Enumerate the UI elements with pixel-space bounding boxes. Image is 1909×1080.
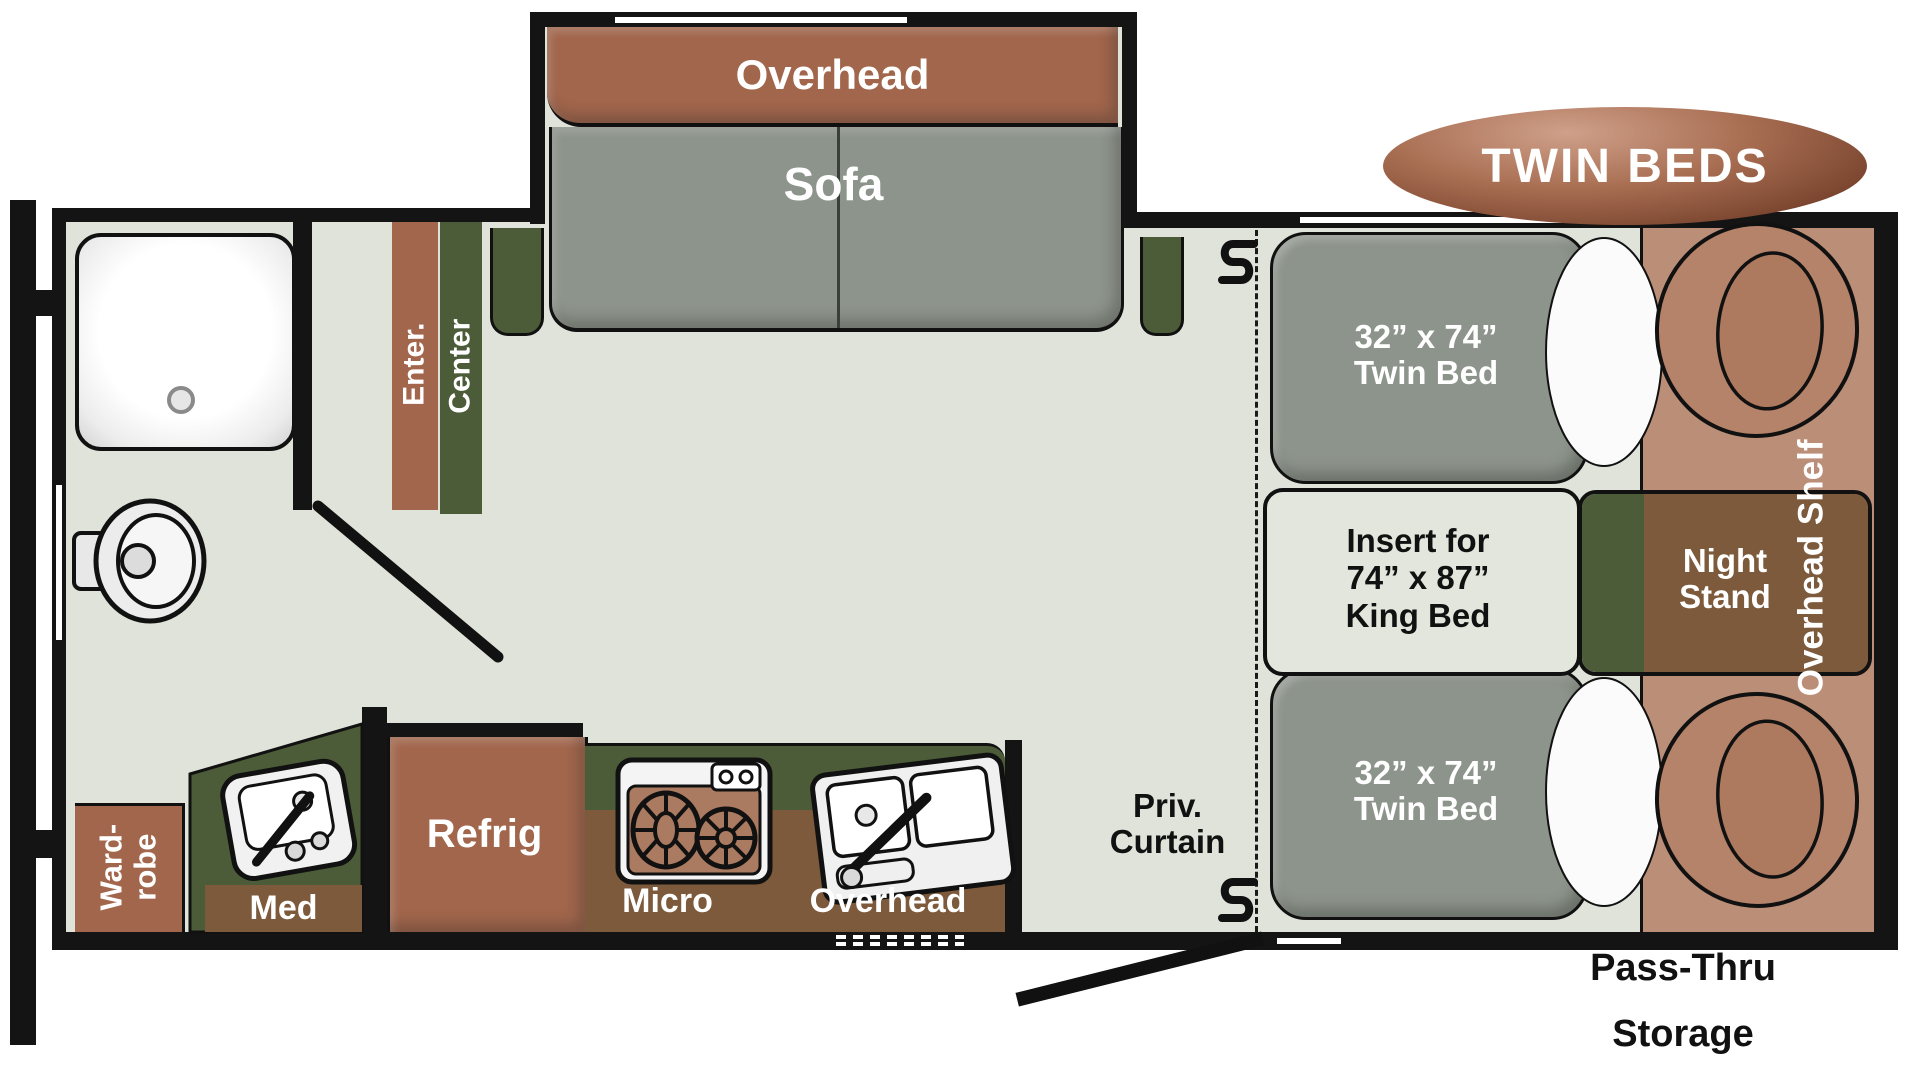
window-slide-top xyxy=(615,17,907,23)
twin-beds-badge-text: TWIN BEDS xyxy=(1481,139,1769,193)
sofa-end-cabinet-right xyxy=(1140,237,1184,336)
king-insert-panel xyxy=(1263,488,1581,676)
twin-bed-bottom xyxy=(1270,668,1588,920)
wall-counter-right xyxy=(1005,740,1022,932)
wall-refrig-back xyxy=(362,723,583,737)
window-bottom-right xyxy=(1277,938,1341,944)
sofa-end-cabinet-left xyxy=(490,228,544,336)
refrigerator xyxy=(387,737,588,932)
bumper-tab-top xyxy=(34,290,56,316)
privacy-curtain-line xyxy=(1255,230,1258,932)
night-stand-shelf-green xyxy=(1582,494,1644,672)
sofa-overhead-cabinet xyxy=(547,27,1118,127)
twin-bed-top xyxy=(1270,232,1588,484)
pass-thru-line2: Storage xyxy=(1612,1013,1754,1055)
pass-thru-storage-label: Pass-Thru Storage xyxy=(1538,936,1828,1066)
wall-slide-right xyxy=(1122,12,1137,224)
window-left-wall xyxy=(56,485,62,640)
med-cabinet: Med xyxy=(205,885,362,932)
wall-bathroom-right xyxy=(293,208,312,510)
wall-kitchen-left xyxy=(362,707,387,950)
entry-step-marks xyxy=(836,935,964,939)
bumper-tab-bottom xyxy=(34,830,56,858)
sofa xyxy=(549,127,1124,332)
kitchen-counter-base xyxy=(585,810,1005,932)
night-stand xyxy=(1578,490,1872,676)
front-bumper-bar xyxy=(10,200,36,1045)
wardrobe-cabinet xyxy=(75,803,185,935)
wall-slide-left xyxy=(530,12,545,224)
wall-right xyxy=(1874,212,1898,950)
med-text: Med xyxy=(249,889,318,927)
entry-step-marks-2 xyxy=(836,942,964,946)
twin-beds-badge: TWIN BEDS xyxy=(1383,107,1867,225)
window-bedroom-top xyxy=(1300,217,1640,223)
kitchen-counter-upper xyxy=(585,743,1005,816)
shower-pan xyxy=(75,233,296,451)
entertainment-center-shelf xyxy=(440,218,482,514)
sofa-cushion-divider xyxy=(836,127,840,328)
entertainment-center-cabinet xyxy=(392,218,438,510)
wall-bottom xyxy=(52,932,1898,950)
night-stand-top-brown xyxy=(1644,494,1868,672)
